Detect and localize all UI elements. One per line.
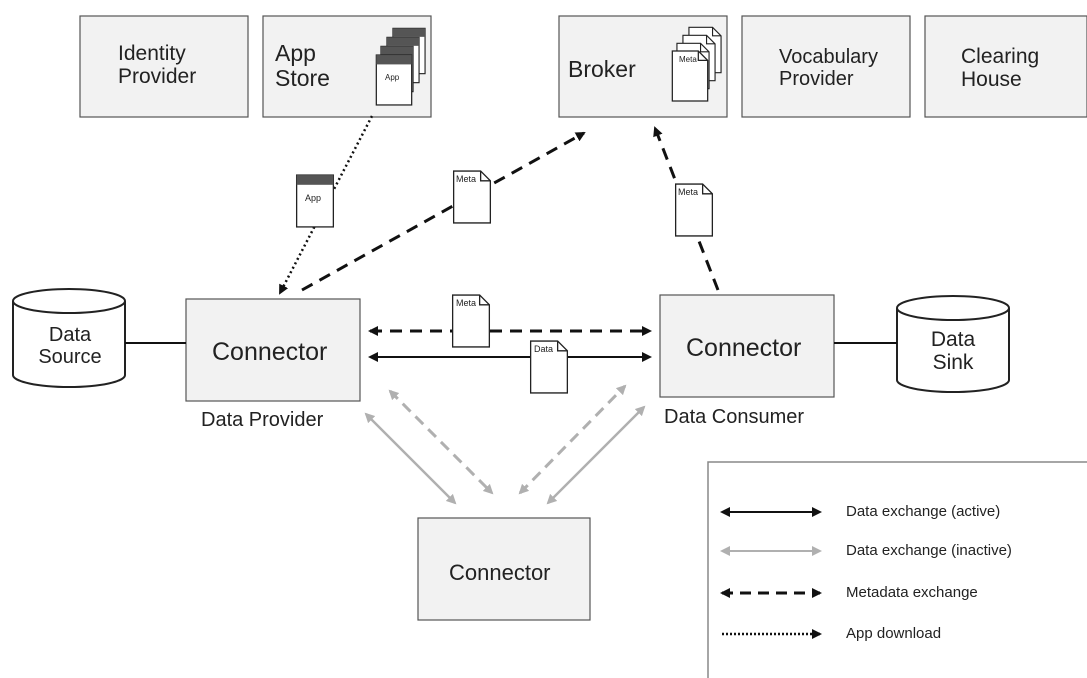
app-doc-text: App — [305, 193, 322, 203]
provider-connector-label: Connector — [212, 338, 328, 366]
provider-broker-metadata-arrow — [301, 131, 586, 292]
exchange-data-doc-text: Data — [534, 344, 554, 354]
data-provider-label: Data Provider — [201, 409, 324, 431]
identity-provider-box — [79, 15, 249, 118]
app-download-arrow — [278, 115, 374, 295]
data-source-cylinder — [12, 288, 126, 388]
stack-app-text: App — [385, 73, 400, 82]
legend-metadata-label: Metadata exchange — [846, 584, 978, 601]
provider-meta-doc-text: Meta — [456, 174, 477, 184]
third-connector-box — [417, 517, 591, 621]
clearing-house-box — [924, 15, 1087, 118]
provider-connector-box — [185, 298, 361, 402]
inactive-exchange-provider-dashed — [388, 389, 494, 495]
third-connector-label: Connector — [449, 560, 551, 585]
consumer-connector-label: Connector — [686, 334, 802, 362]
broker-label: Broker — [568, 56, 636, 82]
legend-app-download-label: App download — [846, 625, 942, 642]
inactive-exchange-consumer-dashed — [518, 384, 627, 495]
legend-inactive-label: Data exchange (inactive) — [846, 542, 1012, 559]
legend-box — [707, 461, 1087, 678]
data-consumer-label: Data Consumer — [664, 406, 805, 428]
consumer-connector-box — [659, 294, 835, 398]
inactive-exchange-consumer-solid — [546, 405, 646, 505]
inactive-exchange-provider-solid — [364, 412, 457, 505]
vocabulary-provider-box — [741, 15, 911, 118]
consumer-meta-doc-text: Meta — [678, 187, 699, 197]
stack-meta-text: Meta — [679, 55, 697, 64]
legend-active-label: Data exchange (active) — [846, 503, 1001, 520]
data-sink-cylinder — [896, 295, 1010, 393]
exchange-meta-doc-text: Meta — [456, 298, 477, 308]
